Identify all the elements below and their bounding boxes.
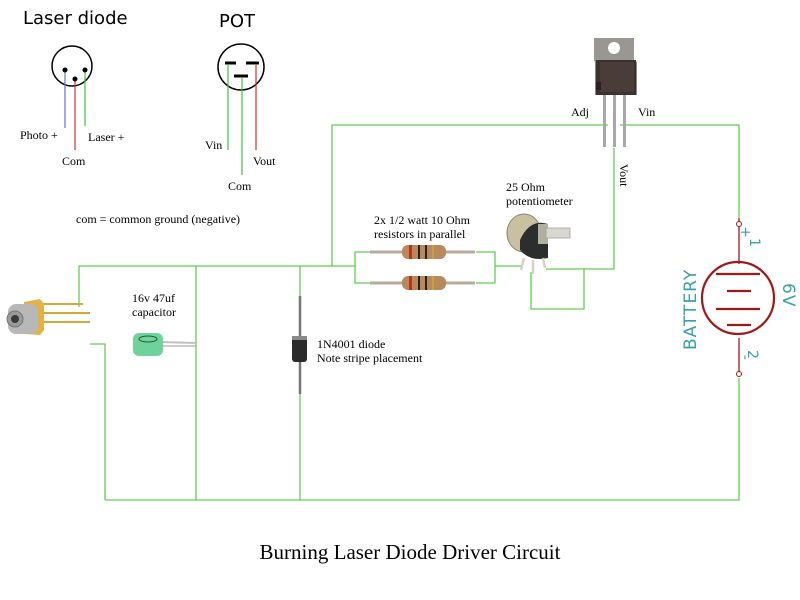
pot-heading: POT — [219, 11, 256, 32]
capacitor-label-line2: capacitor — [132, 305, 176, 319]
potentiometer-label-line1: 25 Ohm — [506, 180, 545, 194]
resistor-2 — [370, 276, 475, 290]
resistors-label-line2: resistors in parallel — [374, 227, 466, 241]
pot-pin-vout-label: Vout — [253, 154, 276, 168]
pot-pin-vin-label: Vin — [205, 138, 223, 152]
capacitor-label-line1: 16v 47uf — [132, 291, 175, 305]
diode-label-line2: Note stripe placement — [317, 351, 423, 365]
battery-voltage-label: 6V — [778, 283, 798, 308]
resistor-1 — [370, 245, 475, 259]
battery-pin1-label: 1 — [746, 238, 762, 248]
laser-pin-photo-label: Photo + — [20, 128, 58, 142]
regulator-vout-label: Vout — [617, 164, 631, 187]
wire-laser-com — [90, 343, 106, 500]
diagram-title: Burning Laser Diode Driver Circuit — [259, 540, 561, 564]
wire-vin-battery — [620, 124, 740, 218]
pot-pinout — [217, 43, 265, 175]
voltage-regulator — [594, 38, 637, 147]
laser-pin-com-label: Com — [62, 154, 86, 168]
wire-resistor-right — [476, 251, 496, 284]
laser-diode-component — [6, 299, 90, 335]
wire-resistor-left2 — [354, 266, 372, 284]
wire-bottom-rail — [105, 378, 740, 501]
capacitor — [133, 333, 197, 356]
wire-adj-top — [331, 124, 608, 266]
battery-symbol — [700, 218, 776, 377]
battery-plus-label: + — [738, 225, 754, 238]
common-ground-note: com = common ground (negative) — [76, 212, 241, 226]
pot-pin-com-label: Com — [228, 179, 252, 193]
wires — [78, 124, 740, 501]
wire-pot-loop — [530, 268, 585, 310]
wire-resistor-left — [354, 251, 372, 266]
diode — [292, 296, 307, 394]
regulator-vin-label: Vin — [638, 105, 656, 119]
diode-label-line1: 1N4001 diode — [317, 337, 386, 351]
wire-upper-rail — [78, 265, 355, 307]
laser-diode-pinout — [51, 45, 93, 150]
battery-pin2-label: 2 — [744, 350, 760, 360]
wire-pot-vout — [584, 148, 615, 270]
potentiometer — [506, 213, 571, 274]
regulator-adj-label: Adj — [571, 105, 589, 119]
laser-diode-heading: Laser diode — [23, 8, 128, 29]
laser-pin-laser-label: Laser + — [88, 130, 125, 144]
battery-name-label: BATTERY — [681, 268, 701, 350]
resistors-label-line1: 2x 1/2 watt 10 Ohm — [374, 213, 470, 227]
potentiometer-label-line2: potentiometer — [506, 194, 573, 208]
